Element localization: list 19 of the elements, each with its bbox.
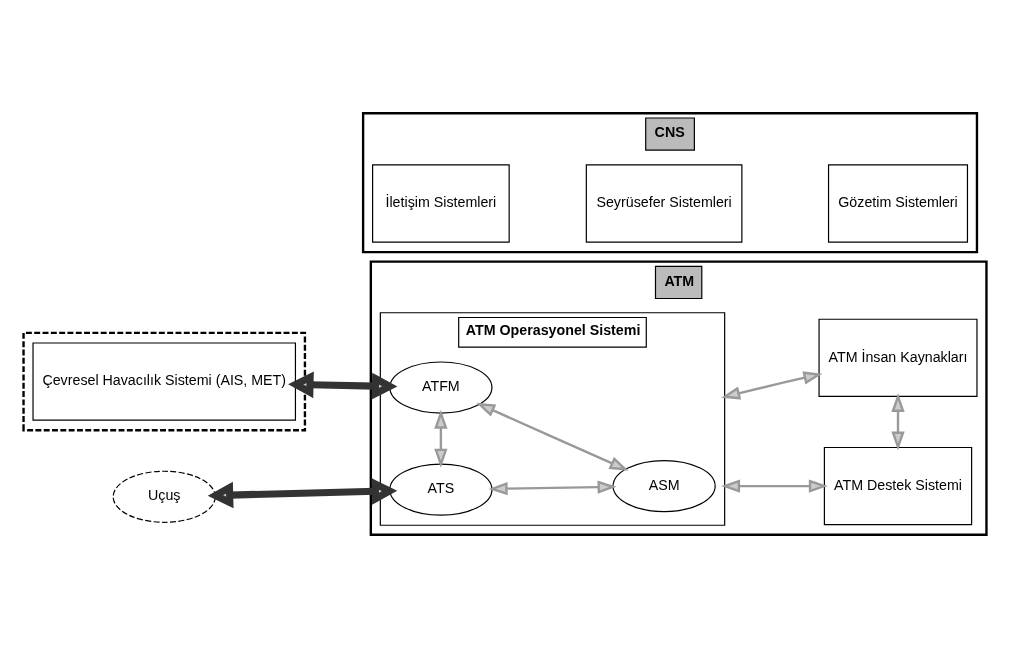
node-box: Çevresel Havacılık Sistemi (AIS, MET) [31, 342, 296, 421]
arrow [475, 402, 629, 471]
node-box: Seyrüsefer Sistemleri [585, 164, 742, 243]
node-ellipse: ASM [611, 459, 716, 513]
node-box: Gözetim Sistemleri [827, 164, 968, 243]
node-box: ATM Destek Sistemi [823, 446, 972, 526]
node-ellipse: ATFM [388, 361, 493, 414]
node-ellipse: ATS [388, 463, 493, 516]
node-box: İletişim Sistemleri [371, 164, 510, 243]
cluster [21, 331, 306, 432]
arrow [287, 371, 397, 400]
arrow [890, 392, 905, 451]
node-box: ATM İnsan Kaynakları [817, 318, 978, 398]
arrow [720, 371, 822, 400]
arrow [433, 409, 448, 468]
arrow [207, 478, 397, 509]
arrow [488, 480, 617, 496]
node-ellipse: Uçuş [112, 470, 216, 523]
arrow [720, 479, 828, 493]
